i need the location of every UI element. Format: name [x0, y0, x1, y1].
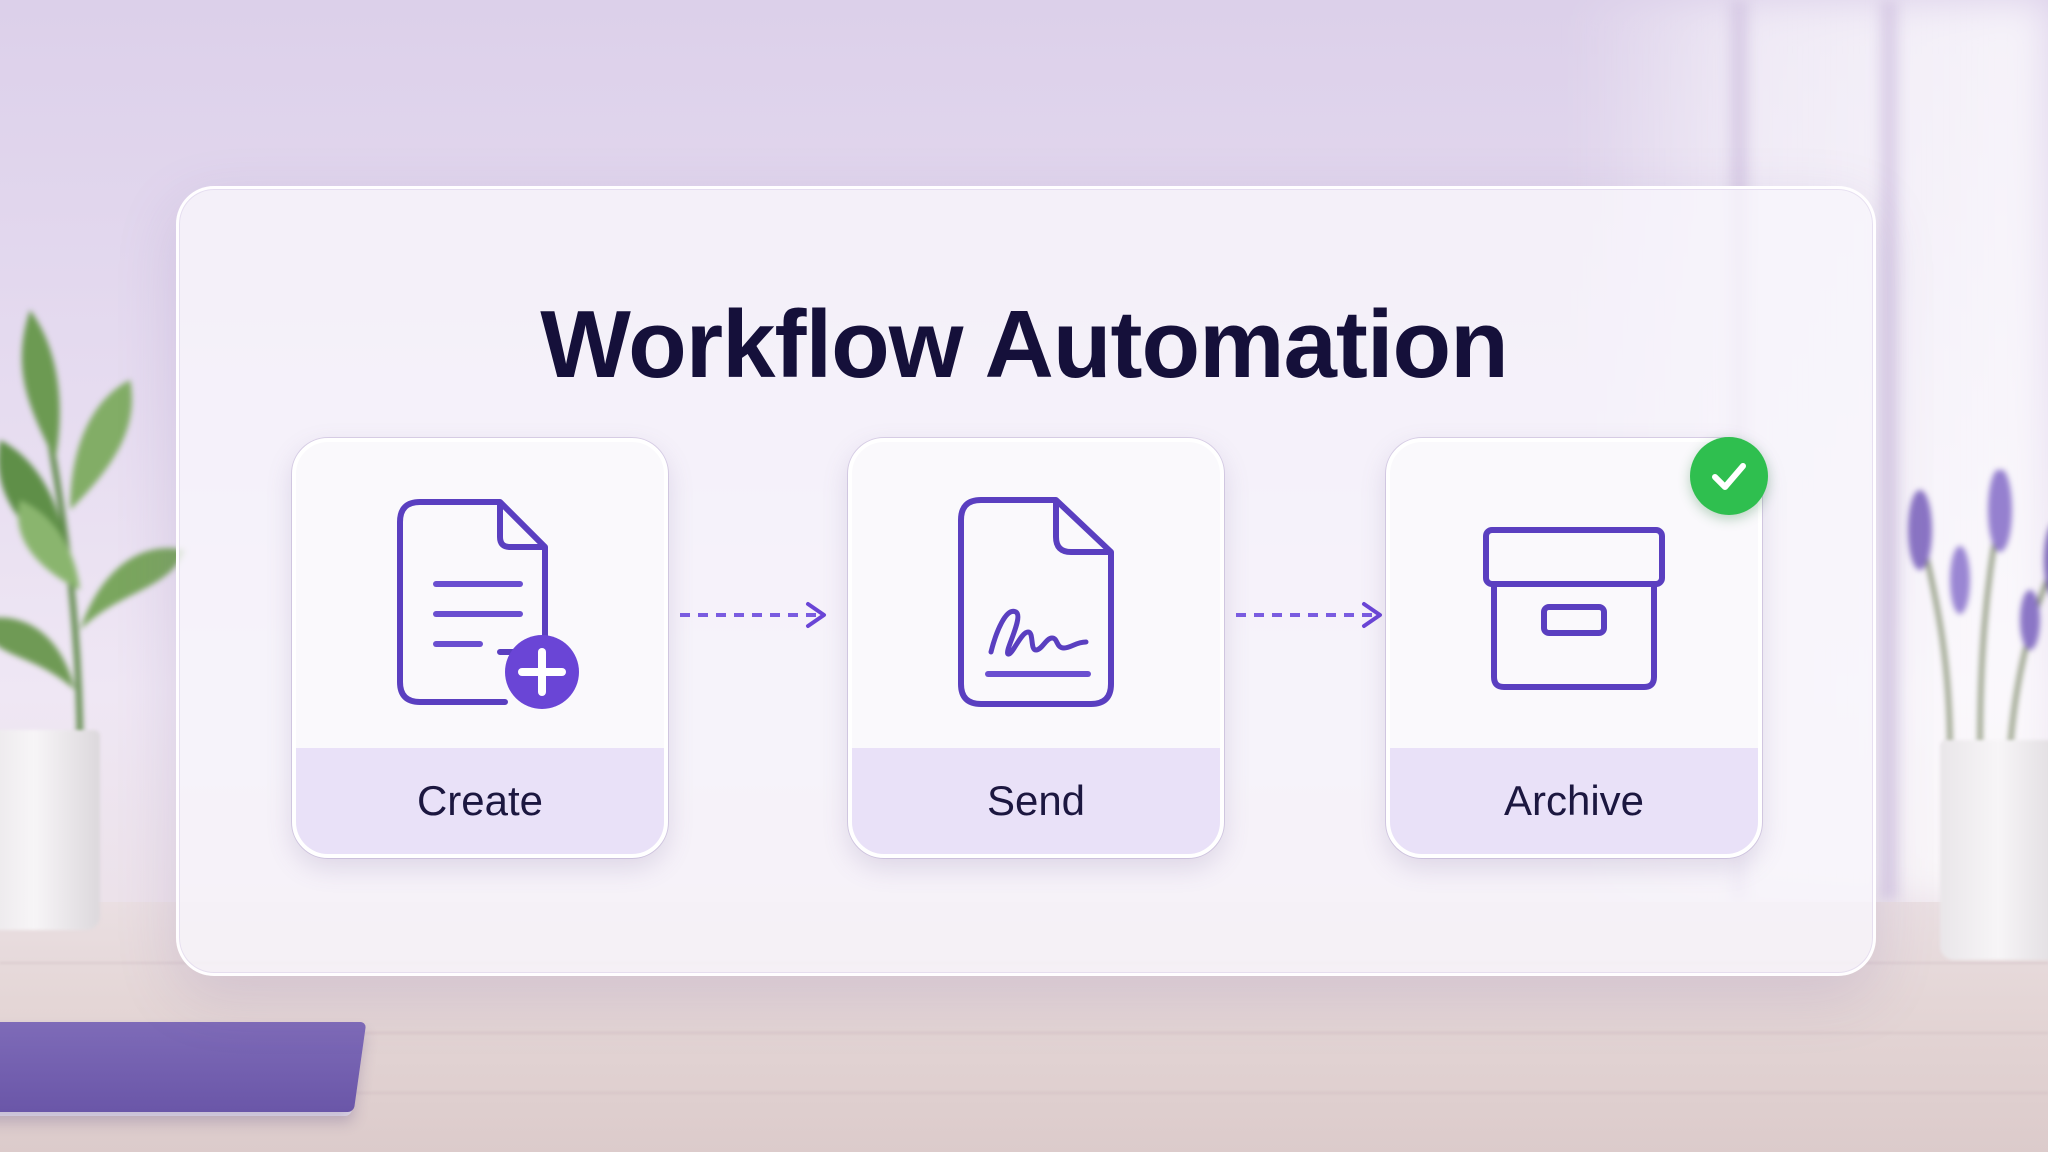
plant-left-icon — [0, 310, 185, 751]
step-label-create: Create — [296, 748, 664, 854]
step-label-archive: Archive — [1390, 748, 1758, 854]
step-card-send[interactable]: Send — [848, 438, 1224, 858]
dashed-arrow-right-icon — [1236, 602, 1382, 628]
dashed-arrow-right-icon — [680, 602, 826, 628]
window-frame — [1880, 0, 1898, 900]
plant-pot-left — [0, 730, 100, 930]
checkmark-icon — [1690, 437, 1768, 515]
document-add-icon — [296, 482, 664, 722]
step-card-create[interactable]: Create — [292, 438, 668, 858]
document-signature-icon — [852, 482, 1220, 722]
plant-pot-right — [1940, 740, 2048, 960]
step-label-send: Send — [852, 748, 1220, 854]
step-card-archive[interactable]: Archive — [1386, 438, 1762, 858]
diagram-title: Workflow Automation — [540, 291, 1509, 398]
plant-right-icon — [1908, 470, 2048, 750]
archive-box-icon — [1390, 482, 1758, 722]
notebook — [0, 1022, 367, 1112]
